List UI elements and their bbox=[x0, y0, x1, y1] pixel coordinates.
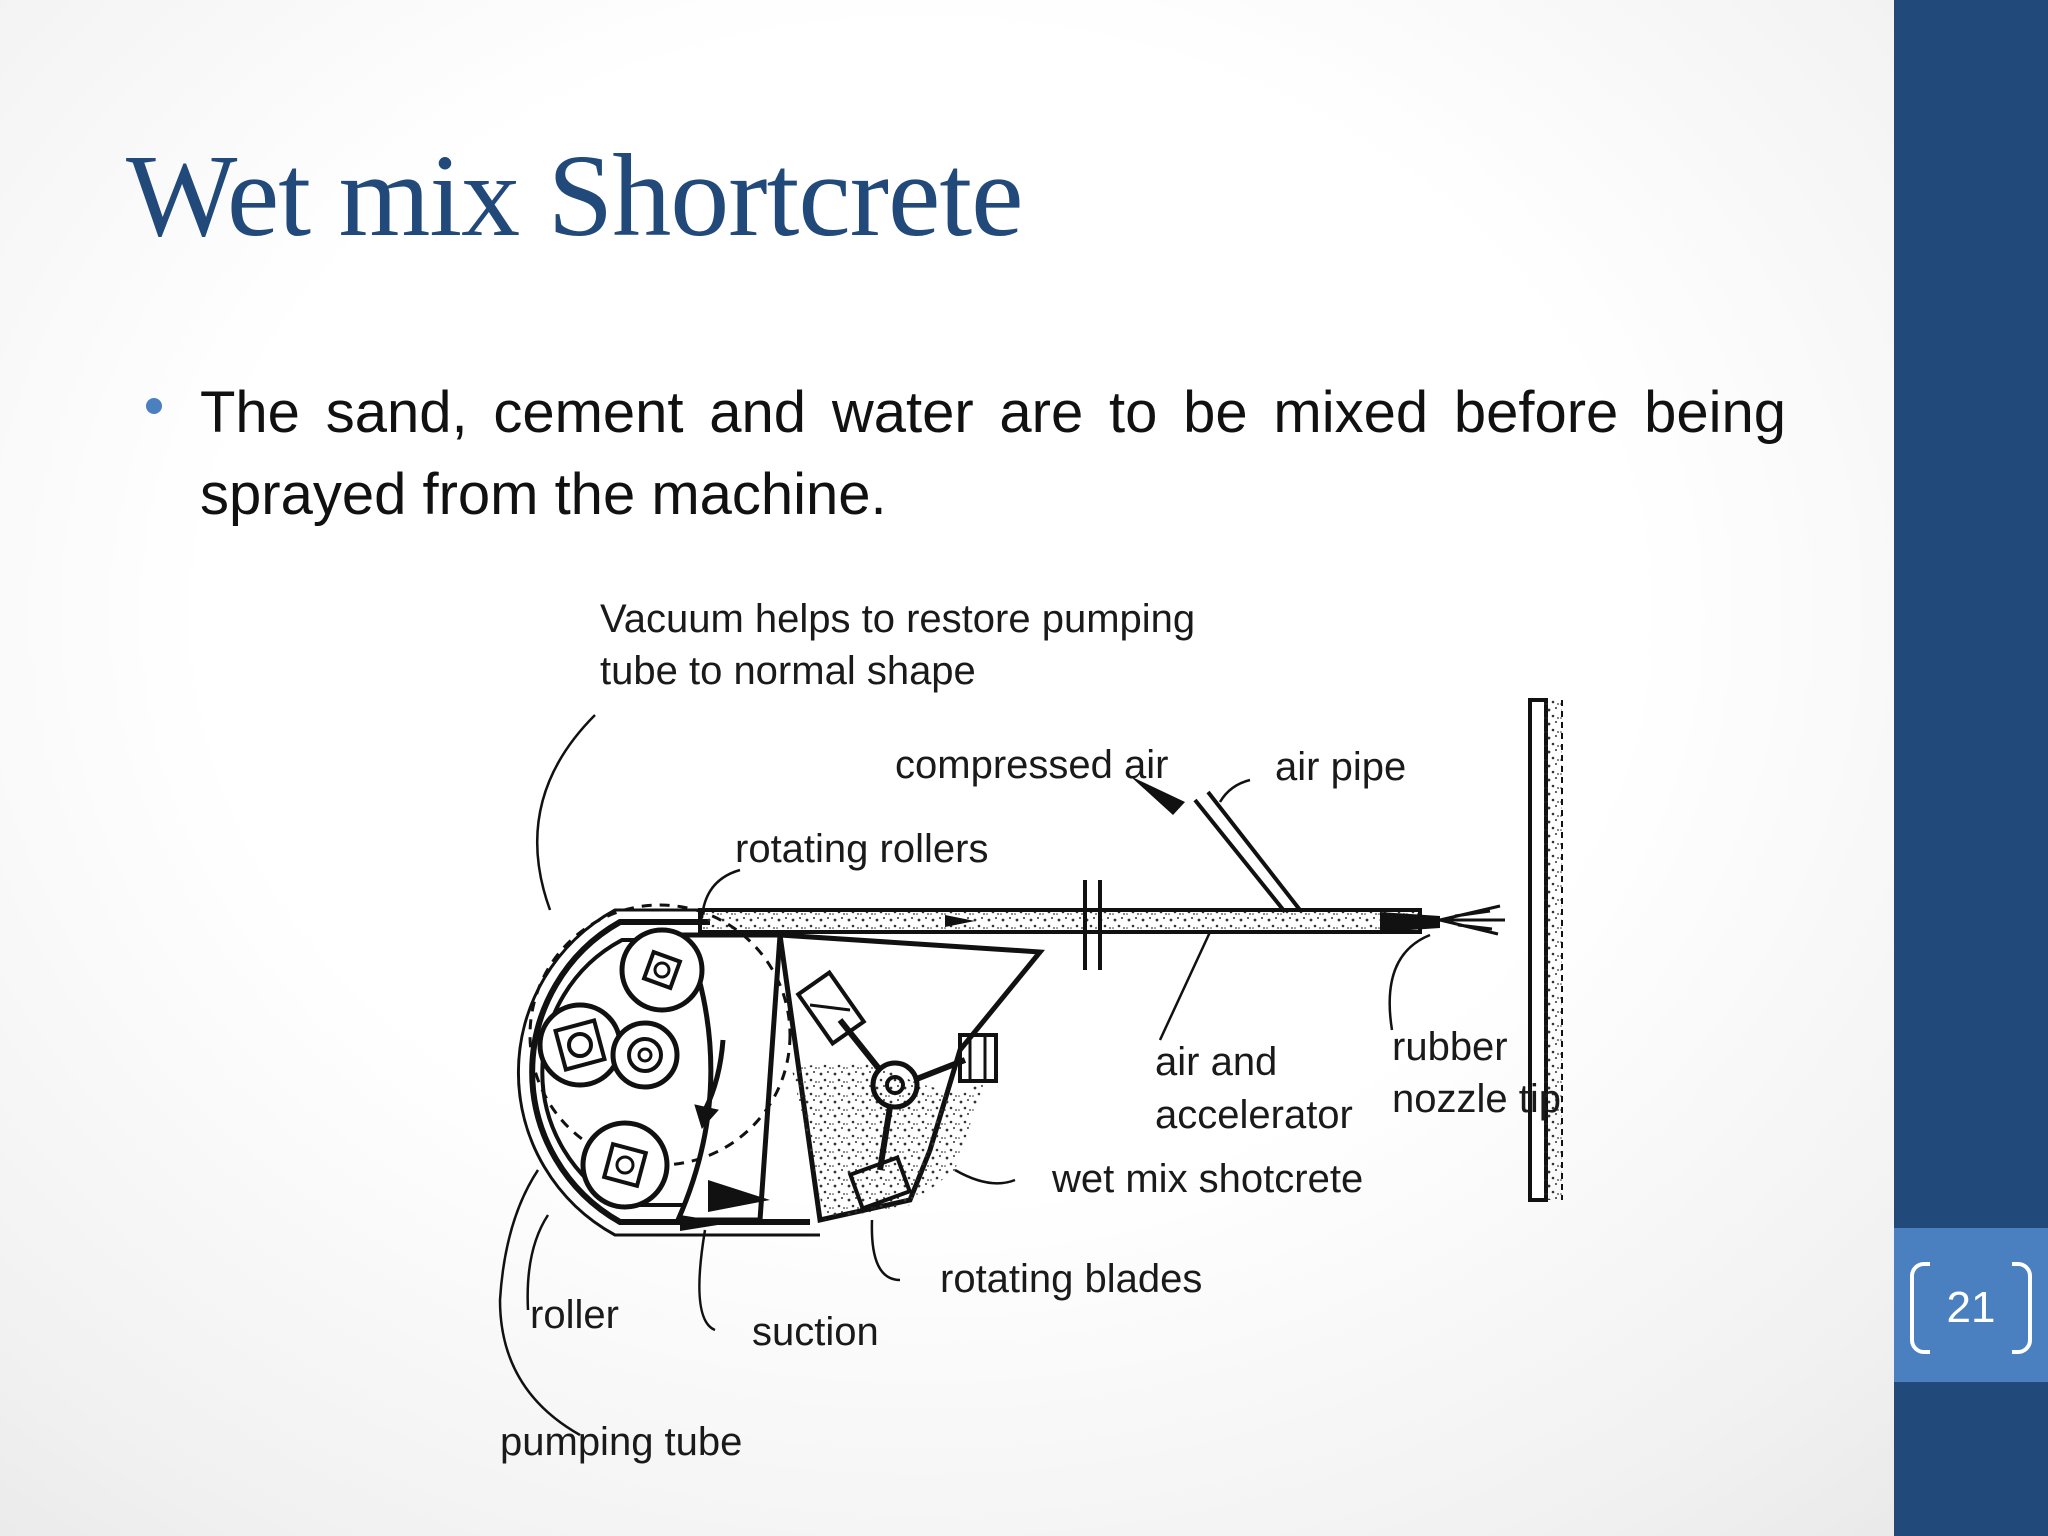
rotating-rollers bbox=[528, 903, 792, 1210]
label-pumping-tube: pumping tube bbox=[500, 1420, 742, 1464]
wall bbox=[1528, 698, 1563, 1202]
rotating-blades bbox=[795, 969, 998, 1212]
leader-lines bbox=[498, 714, 1431, 1437]
slide-title: Wet mix Shortcrete bbox=[126, 130, 1024, 261]
bullet-dot-icon bbox=[146, 398, 162, 414]
label-rotating-blades: rotating blades bbox=[940, 1257, 1202, 1301]
label-roller: roller bbox=[530, 1293, 619, 1337]
label-vacuum-line2: tube to normal shape bbox=[600, 649, 976, 693]
page-number: 21 bbox=[1946, 1283, 1996, 1332]
label-rubber: rubber bbox=[1392, 1025, 1508, 1069]
label-nozzle-tip: nozzle tip bbox=[1392, 1077, 1561, 1121]
label-rotating-rollers: rotating rollers bbox=[735, 827, 988, 871]
air-pipe bbox=[1130, 776, 1302, 914]
label-wet-mix-shotcrete: wet mix shotcrete bbox=[1051, 1157, 1363, 1201]
wet-mix-shotcrete-diagram: Vacuum helps to restore pumping tube to … bbox=[498, 597, 1563, 1464]
label-suction: suction bbox=[752, 1310, 879, 1354]
label-vacuum-line1: Vacuum helps to restore pumping bbox=[600, 597, 1195, 641]
hopper bbox=[674, 932, 1046, 1231]
label-air-and: air and bbox=[1155, 1040, 1277, 1084]
label-accelerator: accelerator bbox=[1155, 1093, 1353, 1137]
delivery-hose bbox=[698, 880, 1505, 970]
bullet-text: The sand, cement and water are to be mix… bbox=[200, 380, 1786, 527]
label-air-pipe: air pipe bbox=[1275, 745, 1406, 789]
label-compressed-air: compressed air bbox=[895, 743, 1168, 787]
